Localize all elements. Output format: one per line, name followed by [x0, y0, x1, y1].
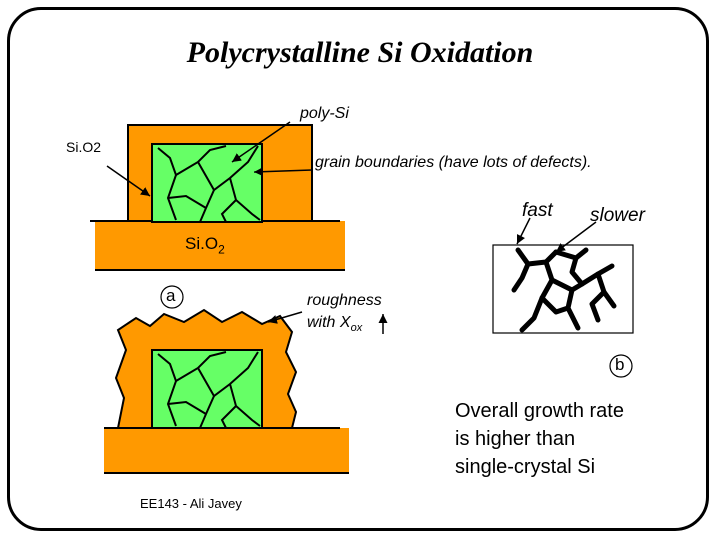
slower-label: slower	[590, 205, 645, 226]
sio2-main-label: Si.O2	[185, 234, 225, 256]
grain-boundaries-label: grain boundaries (have lots of defects).	[315, 154, 592, 171]
overall-line3: single-crystal Si	[455, 456, 596, 478]
fast-arrow	[516, 217, 531, 245]
sio2-main-text: Si.O	[185, 234, 219, 253]
poly-si-arrow	[231, 121, 291, 163]
slide-title: Polycrystalline Si Oxidation	[186, 36, 534, 69]
top-structure	[90, 124, 345, 271]
marker-a-circle	[160, 285, 184, 309]
slower-arrow	[555, 221, 597, 253]
footer-credit: EE143 - Ali Javey	[140, 496, 242, 511]
roughness-with-x: with X	[307, 314, 351, 331]
roughness-label-line2: with Xox	[307, 314, 362, 334]
bottom-structure	[104, 308, 349, 474]
roughness-label-line1: roughness	[307, 292, 382, 309]
grain-detail	[492, 244, 634, 334]
roughness-arrow	[267, 311, 303, 324]
marker-b-circle	[609, 354, 633, 378]
top-oxide-base	[95, 221, 345, 270]
overall-line1: Overall growth rate	[455, 400, 624, 422]
fast-label: fast	[522, 200, 553, 221]
marker-a-label: a	[166, 286, 176, 305]
roughness-ox-subscript: ox	[350, 322, 363, 335]
sio2-main-subscript: 2	[218, 242, 225, 257]
overall-line2: is higher than	[455, 428, 576, 450]
sio2-top-label: Si.O2	[66, 139, 102, 155]
top-grain-boundaries	[157, 145, 261, 223]
bottom-oxide-base	[104, 428, 349, 473]
bottom-grain-boundaries	[157, 351, 261, 429]
sio2-top-arrow	[106, 165, 151, 197]
marker-b-label: b	[615, 355, 625, 374]
grain-detail-boundaries	[511, 247, 617, 333]
poly-si-label: poly-Si	[300, 105, 349, 122]
grain-boundaries-arrow	[253, 167, 313, 177]
slide-frame	[7, 7, 709, 531]
